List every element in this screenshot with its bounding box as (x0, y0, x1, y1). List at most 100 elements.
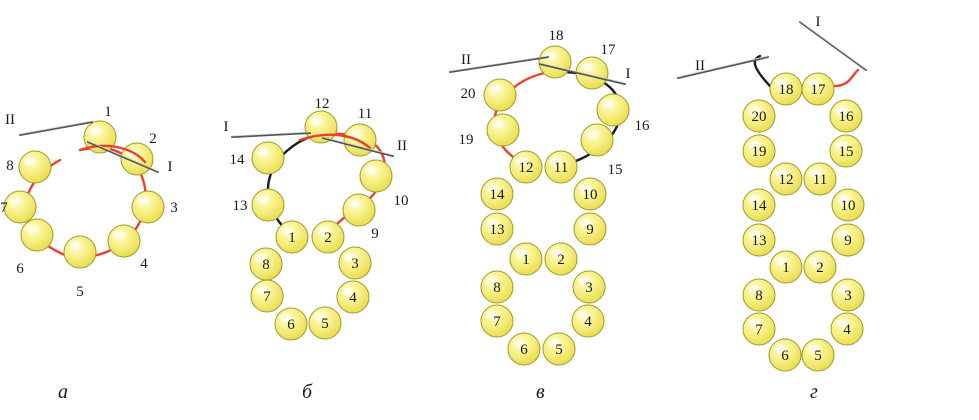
bead-7 (3, 190, 37, 224)
bead-highlight (602, 100, 614, 108)
bead-number: 5 (555, 342, 563, 358)
bead-8 (18, 150, 52, 184)
bead-19: 19 (742, 134, 776, 168)
bead-number: 8 (755, 288, 763, 304)
bead-number: 19 (752, 144, 767, 160)
bead-number-15: 15 (608, 162, 623, 178)
bead-highlight (775, 169, 787, 177)
bead-number: 13 (752, 233, 767, 249)
bead-highlight (515, 157, 527, 165)
bead-6: 6 (274, 307, 308, 341)
bead-highlight (69, 242, 81, 250)
bead-highlight (342, 287, 354, 295)
bead-highlight (89, 127, 101, 135)
bead-highlight (837, 285, 849, 293)
bead-7: 7 (250, 279, 284, 313)
bead-highlight (836, 319, 848, 327)
needle-label-one: I (224, 119, 229, 135)
bead-10: 10 (573, 177, 607, 211)
bead-20 (483, 78, 517, 112)
bead-number: 9 (844, 233, 852, 249)
bead-number: 3 (585, 280, 593, 296)
bead-7: 7 (742, 312, 776, 346)
bead-number: 8 (262, 257, 270, 273)
bead-circle (131, 190, 165, 224)
bead-highlight (837, 195, 849, 203)
bead-highlight (310, 117, 322, 125)
bead-2: 2 (311, 220, 345, 254)
bead-highlight (748, 195, 760, 203)
bead-6 (20, 218, 54, 252)
bead-highlight (515, 249, 527, 257)
bead-5: 5 (542, 332, 576, 366)
bead-number: 3 (844, 288, 852, 304)
bead-14 (251, 141, 285, 175)
bead-number: 7 (263, 289, 271, 305)
bead-11: 11 (803, 162, 837, 196)
bead-8: 8 (742, 278, 776, 312)
bead-1: 1 (275, 220, 309, 254)
bead-4: 4 (571, 304, 605, 338)
bead-19 (486, 113, 520, 147)
bead-2: 2 (544, 242, 578, 276)
bead-highlight (550, 249, 562, 257)
bead-highlight (486, 219, 498, 227)
bead-number-17: 17 (601, 42, 617, 58)
bead-9 (342, 193, 376, 227)
bead-number: 14 (752, 198, 768, 214)
bead-number-2: 2 (149, 131, 157, 147)
needle-label-two: II (461, 52, 471, 68)
bead-4: 4 (336, 280, 370, 314)
needle-label-two: II (397, 138, 407, 154)
bead-3: 3 (572, 270, 606, 304)
bead-circle (251, 188, 285, 222)
bead-number: 6 (287, 317, 295, 333)
caption-g: г (810, 381, 818, 403)
needle-one (231, 131, 311, 138)
bead-circle (3, 190, 37, 224)
bead-number: 7 (755, 322, 763, 338)
bead-number: 2 (816, 260, 824, 276)
bead-18 (538, 45, 572, 79)
bead-number-8: 8 (6, 158, 14, 174)
bead-number-1: 1 (104, 104, 112, 120)
bead-5 (63, 235, 97, 269)
bead-12: 12 (769, 162, 803, 196)
thread-red (832, 68, 860, 88)
bead-highlight (9, 197, 21, 205)
bead-16: 16 (829, 99, 863, 133)
bead-highlight (256, 286, 268, 294)
needle-one (799, 20, 867, 71)
bead-highlight (492, 120, 504, 128)
bead-number: 12 (779, 172, 794, 188)
bead-circle (359, 159, 393, 193)
bead-number-6: 6 (16, 261, 24, 277)
bead-number: 10 (841, 198, 856, 214)
bead-number: 4 (843, 322, 851, 338)
bead-number: 20 (752, 109, 767, 125)
bead-highlight (24, 157, 36, 165)
bead-highlight (548, 339, 560, 347)
bead-highlight (257, 148, 269, 156)
bead-circle (486, 113, 520, 147)
bead-15: 15 (829, 134, 863, 168)
bead-number-10: 10 (394, 193, 409, 209)
needle-label-one: I (626, 66, 631, 82)
bead-number: 6 (781, 348, 789, 364)
bead-17 (575, 56, 609, 90)
bead-highlight (748, 141, 760, 149)
bead-14: 14 (742, 188, 776, 222)
bead-highlight (807, 345, 819, 353)
caption-b: б (302, 381, 313, 403)
thread-red-front (298, 133, 372, 150)
bead-highlight (365, 166, 377, 174)
bead-8: 8 (480, 270, 514, 304)
bead-circle (107, 224, 141, 258)
bead-5: 5 (308, 306, 342, 340)
bead-circle (63, 235, 97, 269)
bead-circle (596, 93, 630, 127)
bead-number-20: 20 (461, 86, 476, 102)
bead-number: 3 (351, 256, 359, 272)
